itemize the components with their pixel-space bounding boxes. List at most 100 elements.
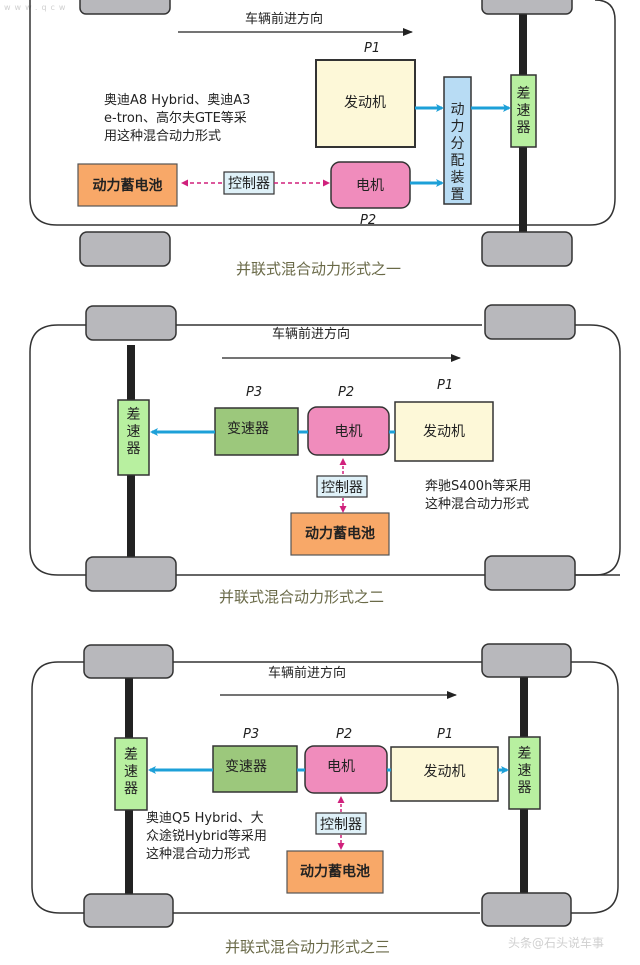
direction-label: 车辆前进方向	[245, 11, 323, 27]
model-note: 奔驰S400h等采用 这种混合动力形式	[425, 478, 535, 512]
vehicle-body-outline-right	[175, 324, 621, 576]
direction-label: 车辆前进方向	[272, 326, 350, 342]
battery-label: 动力蓄电池	[93, 177, 163, 194]
caption: 并联式混合动力形式之二	[219, 588, 384, 606]
battery-label: 动力蓄电池	[305, 525, 375, 542]
note-line: 奔驰S400h等采用	[425, 478, 531, 494]
p2-label: P2	[336, 727, 352, 742]
differential-label-char: 器	[127, 441, 141, 457]
transmission-label: 变速器	[227, 421, 269, 437]
note-line: 用这种混合动力形式	[104, 128, 221, 144]
controller-box	[315, 812, 367, 835]
wheel-front-right	[481, 0, 573, 15]
power-split-label: 动力分配装置	[451, 102, 465, 203]
power-split-text-char: 配	[451, 153, 465, 169]
p1-label: P1	[437, 727, 453, 742]
differential-rear-label-char: 速	[124, 764, 138, 780]
diagram-1: 车辆前进方向 P1 发动机 电机 P2 动力分配装置 差速器 动力蓄电池 控制器…	[29, 0, 616, 278]
transmission-box	[214, 407, 299, 456]
differential-label-char: 器	[517, 120, 531, 136]
wheel-front-right	[481, 892, 572, 927]
engine-box	[315, 59, 416, 148]
differential-rear-label-char: 器	[124, 781, 138, 797]
motor-label: 电机	[327, 759, 355, 775]
differential-rear-label: 差速器	[124, 747, 138, 797]
power-split-box	[443, 76, 472, 205]
diagram-2: 车辆前进方向 差速器 P3 变速器 P2 电机 P1 发动机 控制器 动力蓄电池…	[29, 304, 621, 606]
differential-label-char: 差	[127, 407, 141, 423]
controller-label: 控制器	[321, 480, 363, 496]
diagram-3: 车辆前进方向 差速器 差速器 P3 变速器 P2 电机 P1 发动机 控制器 动…	[31, 643, 619, 956]
model-note: 奥迪Q5 Hybrid、大 众途锐Hybrid等采用 这种混合动力形式	[146, 811, 271, 862]
wheel-rear-left	[79, 231, 171, 267]
wheel-front-right	[484, 555, 576, 591]
p1-label: P1	[364, 41, 380, 56]
motor-box	[330, 161, 411, 209]
vehicle-body-outline	[29, 0, 616, 226]
wheel-front-left	[481, 643, 572, 678]
engine-label: 发动机	[344, 95, 386, 111]
watermark-top: www.qcw	[4, 3, 69, 12]
differential-front-label-char: 器	[518, 780, 532, 796]
engine-box	[390, 746, 499, 802]
differential-front-label-char: 速	[518, 763, 532, 779]
controller-label: 控制器	[320, 817, 362, 833]
power-split-text: 动力分配装置	[451, 102, 465, 203]
power-split-text-char: 力	[451, 119, 465, 135]
p3-label: P3	[243, 727, 259, 742]
differential-label-char: 差	[517, 86, 531, 102]
differential-box	[510, 74, 537, 148]
model-note: 奥迪A8 Hybrid、奥迪A3 e-tron、高尔夫GTE等采 用这种混合动力…	[104, 93, 255, 144]
motor-label: 电机	[335, 424, 363, 440]
differential-label-char: 速	[517, 103, 531, 119]
transmission-box	[212, 745, 298, 793]
wheel-front-left	[79, 0, 171, 15]
power-split-text-char: 分	[451, 136, 465, 152]
wheel-rear-left	[83, 644, 174, 679]
motor-label: 电机	[356, 178, 384, 194]
vehicle-body-outline-right	[172, 661, 619, 914]
differential-label: 差速器	[127, 407, 141, 457]
wheel-rear-right	[83, 893, 174, 928]
power-split-text-char: 装	[451, 170, 465, 186]
controller-label: 控制器	[228, 176, 270, 192]
differential-rear-box	[114, 737, 148, 811]
direction-label: 车辆前进方向	[268, 665, 346, 681]
note-line: 奥迪A8 Hybrid、奥迪A3	[104, 93, 250, 108]
differential-front-box	[508, 736, 541, 810]
power-split-text-char: 动	[451, 102, 465, 118]
note-line: 这种混合动力形式	[146, 846, 250, 862]
p2-label: P2	[338, 385, 354, 400]
vehicle-body-outline	[29, 324, 620, 576]
battery-box	[290, 512, 390, 556]
p1-label: P1	[437, 378, 453, 393]
battery-box	[77, 163, 178, 207]
p3-label: P3	[246, 385, 262, 400]
differential-label: 差速器	[517, 86, 531, 136]
note-line: 这种混合动力形式	[425, 496, 529, 512]
note-line: 奥迪Q5 Hybrid、大	[146, 811, 264, 826]
caption: 并联式混合动力形式之三	[225, 938, 390, 956]
watermark-bottom: 头条@石头说车事	[508, 935, 604, 950]
engine-label: 发动机	[424, 764, 466, 780]
transmission-label: 变速器	[225, 759, 267, 775]
differential-box	[117, 399, 150, 476]
differential-label-char: 速	[127, 424, 141, 440]
battery-label: 动力蓄电池	[300, 863, 370, 880]
controller-box	[316, 475, 368, 498]
power-split-text-char: 置	[451, 187, 465, 203]
wheel-front-left	[484, 304, 576, 340]
note-line: e-tron、高尔夫GTE等采	[104, 110, 247, 126]
wheel-rear-left	[85, 305, 177, 341]
wheel-rear-right	[481, 231, 573, 267]
differential-rear-label-char: 差	[124, 747, 138, 763]
differential-front-label: 差速器	[518, 746, 532, 796]
caption: 并联式混合动力形式之一	[236, 260, 401, 278]
engine-label: 发动机	[423, 424, 465, 440]
wheel-rear-right	[85, 556, 177, 592]
battery-box	[286, 850, 384, 894]
p2-label: P2	[360, 213, 376, 228]
vehicle-body-outline	[31, 661, 84, 914]
differential-front-label-char: 差	[518, 746, 532, 762]
